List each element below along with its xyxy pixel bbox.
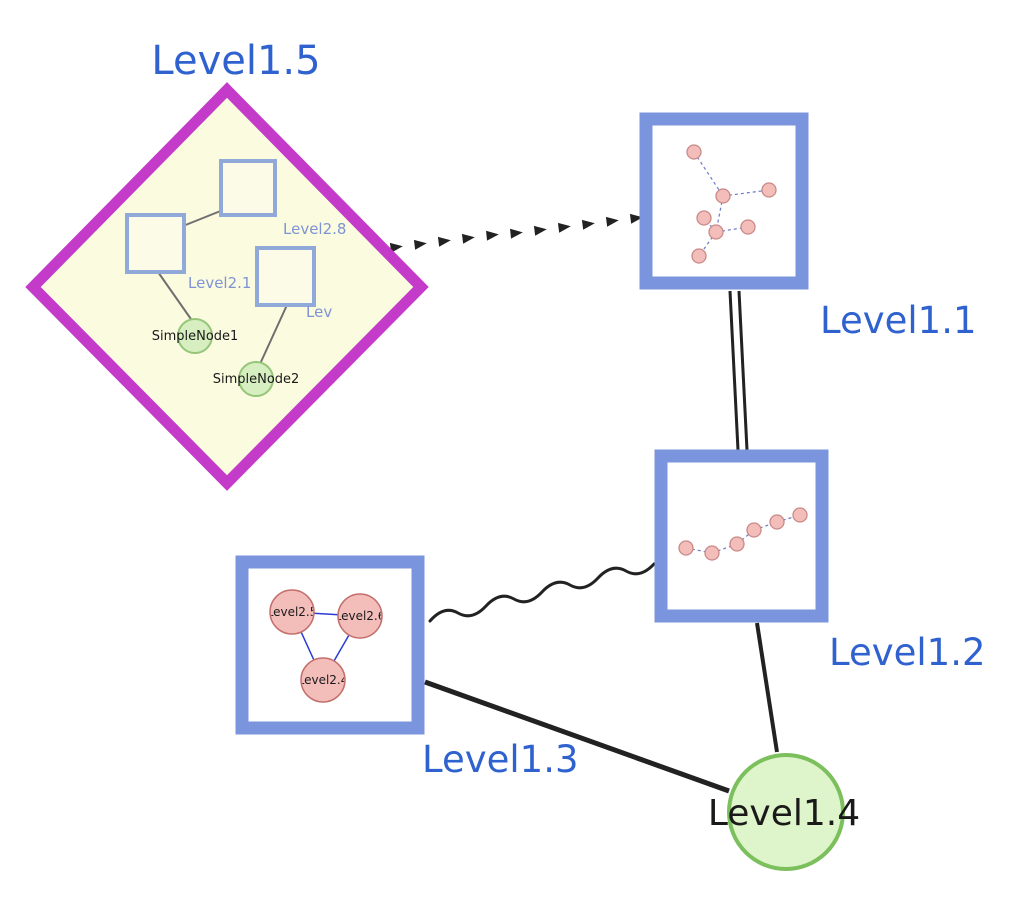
mini-node[interactable] (740, 219, 756, 235)
node-level2-1-label: Level2.1 (188, 274, 251, 292)
node-level1-3[interactable]: Level2.5 Level2.6 Level2.4 (235, 555, 425, 735)
level1-5-diamond-shape[interactable] (25, 82, 429, 491)
node-simplenode1[interactable] (177, 318, 213, 354)
edge-level1-1-to-level1-2[interactable] (728, 290, 749, 451)
mini-node[interactable] (729, 536, 745, 552)
node-level2-8[interactable] (219, 159, 277, 217)
node-level2-1[interactable] (125, 213, 186, 274)
node-simplenode2-label: SimpleNode2 (213, 372, 300, 387)
mini-node[interactable] (704, 545, 720, 561)
node-level1-2-label: Level1.2 (829, 631, 986, 674)
mini-node[interactable] (708, 224, 724, 240)
mini-node[interactable] (691, 248, 707, 264)
edge-lev-to-simplenode2[interactable] (259, 304, 288, 365)
node-level2-4[interactable] (300, 657, 346, 703)
node-level2-6-label: Level2.6 (335, 609, 386, 623)
node-level1-1-label: Level1.1 (820, 299, 977, 342)
mini-node[interactable] (715, 188, 731, 204)
level1-1-mini-graph (686, 144, 777, 264)
node-level2-6-label-clip: Level2.6 (335, 609, 386, 623)
node-lev[interactable] (255, 246, 316, 307)
mini-edge[interactable] (711, 543, 738, 554)
node-level1-5-label: Level1.5 (151, 38, 320, 84)
node-lev-label: Lev (306, 303, 332, 321)
double-line-right (737, 290, 749, 451)
mini-node[interactable] (746, 522, 762, 538)
level1-2-box[interactable] (654, 449, 829, 623)
node-level2-5-label: Level2.5 (267, 605, 318, 619)
node-simplenode1-label: SimpleNode1 (152, 329, 239, 344)
node-level2-4-label: Level2.4 (298, 673, 349, 687)
edge-level1-3-to-level1-4[interactable] (424, 679, 730, 794)
mini-node[interactable] (686, 144, 702, 160)
level1-2-mini-graph (678, 507, 808, 561)
double-line-left (728, 290, 740, 451)
node-simplenode2[interactable] (238, 361, 274, 397)
edge-level2-1-to-simplenode1[interactable] (157, 271, 194, 323)
level1-3-box[interactable] (235, 555, 425, 735)
mini-edge[interactable] (685, 547, 713, 554)
mini-node[interactable] (678, 540, 694, 556)
mini-node[interactable] (696, 210, 712, 226)
node-level2-6[interactable] (337, 593, 383, 639)
node-level1-1[interactable] (639, 112, 809, 290)
node-level2-5-label-clip: Level2.5 (267, 605, 318, 619)
mini-edge[interactable] (722, 189, 770, 197)
node-level1-4[interactable] (727, 753, 845, 871)
node-level1-4-label: Level1.4 (708, 793, 860, 834)
mini-node[interactable] (792, 507, 808, 523)
mini-node[interactable] (769, 514, 785, 530)
edge-level1-3-to-level1-2[interactable] (428, 562, 656, 623)
node-level1-2[interactable] (654, 449, 829, 623)
node-level1-3-label: Level1.3 (422, 738, 579, 781)
mini-edge[interactable] (693, 151, 724, 197)
edge-level1-5-to-level1-1[interactable] (389, 213, 643, 253)
edge-level1-2-to-level1-4[interactable] (755, 622, 779, 753)
node-level2-4-label-clip: Level2.4 (298, 673, 349, 687)
node-level2-5[interactable] (269, 589, 315, 635)
node-level2-8-label: Level2.8 (283, 220, 346, 238)
mini-node[interactable] (761, 182, 777, 198)
node-level1-5[interactable]: Level2.8 Level2.1 Lev SimpleNode1 Simple… (25, 82, 429, 491)
edge-level2-8-to-level2-1[interactable] (182, 209, 224, 227)
